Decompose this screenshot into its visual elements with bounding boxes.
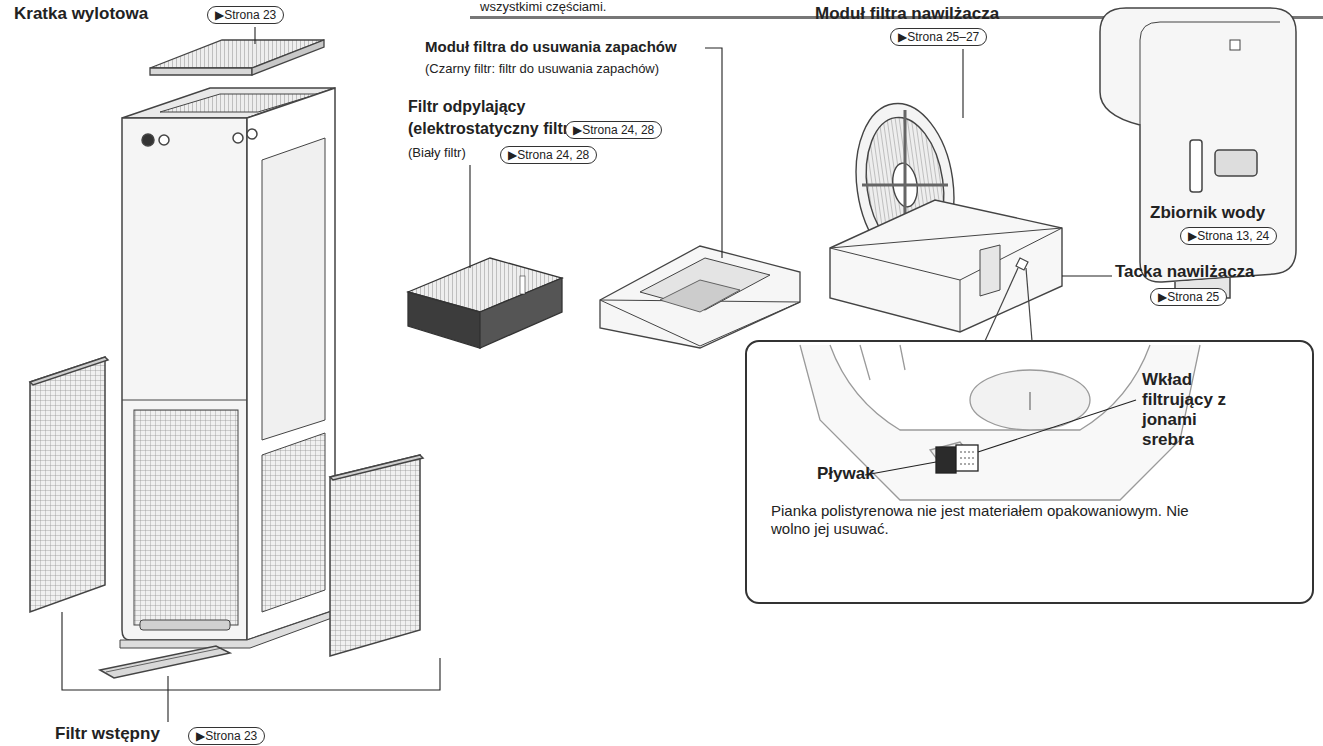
prefilter-bar <box>100 646 230 678</box>
part-note: (Czarny filtr: filtr do usuwania zapachó… <box>425 62 659 77</box>
humidifier-tray-part <box>980 245 1000 296</box>
page-reference-text: ▶Strona 23 <box>215 8 276 22</box>
page-reference-text: ▶Strona 24, 28 <box>508 148 589 162</box>
note-text: Pianka polistyrenowa nie jest materiałem… <box>771 502 1216 537</box>
zoom-lines-part <box>985 268 1018 341</box>
water-tank-part <box>1230 40 1240 50</box>
hepa-filter-part <box>408 292 480 348</box>
tray-closeup-part <box>830 345 1150 430</box>
side-panel-right-part <box>330 455 420 656</box>
purifier-body-part <box>262 138 325 440</box>
purifier-body-part <box>122 400 247 401</box>
leader-lines <box>62 27 1136 722</box>
purifier-body-part <box>247 129 257 139</box>
part-name: Moduł filtra do usuwania zapachów <box>425 38 677 55</box>
water-tank-part <box>1215 150 1257 176</box>
part-name: Wkład filtrujący z jonami srebra <box>1142 370 1242 450</box>
side-panel-left-part <box>30 357 108 385</box>
tray-closeup-part <box>1029 392 1030 410</box>
page-reference: ▶Strona 25–27 <box>890 28 987 46</box>
callout-background <box>746 341 1309 599</box>
page-reference: ▶Strona 24, 28 <box>565 121 662 139</box>
page-reference: ▶Strona 23 <box>188 727 265 745</box>
purifier-body-part <box>122 118 247 640</box>
leader-lines-part <box>167 676 168 722</box>
tray-closeup-part <box>800 345 1200 500</box>
side-panel-left-part <box>30 357 105 612</box>
purifier-body-part <box>134 410 238 625</box>
purifier-body-part <box>159 135 169 145</box>
part-name: Zbiornik wody <box>1150 203 1265 223</box>
page-reference: ▶Strona 24, 28 <box>500 146 597 164</box>
purifier-body-part <box>247 88 335 640</box>
purifier-body <box>120 88 340 648</box>
exhaust-grille-part <box>150 68 252 75</box>
part-name: Moduł filtra nawilżacza <box>815 4 999 24</box>
tray-closeup <box>800 345 1200 500</box>
leader-lines-part <box>705 48 722 258</box>
purifier-body-part <box>140 620 230 630</box>
part-name: Filtr odpylający <box>408 98 525 116</box>
humidifier-tray-part <box>960 280 961 332</box>
odor-filter-module-part <box>660 280 740 312</box>
water-tank-part <box>1140 22 1280 125</box>
side-panel-left <box>30 357 108 612</box>
leader-lines-part <box>62 612 440 690</box>
purifier-body-part <box>233 133 243 143</box>
exhaust-grille <box>150 40 324 75</box>
odor-filter-module <box>600 246 800 348</box>
purifier-body-part <box>120 610 340 648</box>
page-reference: ▶Strona 13, 24 <box>1180 227 1277 245</box>
callout-box: Wkład filtrujący z jonami srebraPływakPi… <box>745 340 1314 604</box>
page-reference: ▶Strona 25 <box>1150 288 1227 306</box>
water-tank-part <box>1100 8 1296 282</box>
side-panel-right-part <box>330 455 423 480</box>
part-note: (Biały filtr) <box>408 146 466 161</box>
part-name: Filtr wstępny <box>55 724 160 744</box>
leader-lines-part <box>469 165 470 268</box>
page-reference-text: ▶Strona 13, 24 <box>1188 229 1269 243</box>
page-reference-text: ▶Strona 25 <box>1158 290 1219 304</box>
part-name: Tacka nawilżacza <box>1115 262 1255 282</box>
odor-filter-module-part <box>600 246 800 348</box>
leader-lines-part <box>978 400 1136 452</box>
float-and-cartridge-part <box>960 452 974 464</box>
side-panel-right <box>330 455 423 656</box>
float-and-cartridge-part <box>956 445 978 471</box>
humidifier-tray <box>830 200 1062 332</box>
purifier-body-part <box>262 433 325 612</box>
tray-closeup-part <box>860 345 905 380</box>
page-reference-text: ▶Strona 23 <box>196 729 257 743</box>
page-reference-text: ▶Strona 25–27 <box>898 30 979 44</box>
exhaust-grille-part <box>252 40 324 75</box>
leader-lines-part <box>962 49 963 118</box>
purifier-body-part <box>142 134 154 146</box>
part-name: Kratka wylotowa <box>14 4 148 24</box>
prefilter-bar-part <box>100 646 230 678</box>
callout-background-part <box>746 341 1309 599</box>
zoom-lines-part <box>1026 268 1032 341</box>
page-reference: ▶Strona 23 <box>207 6 284 24</box>
hepa-filter-part <box>520 276 525 294</box>
part-name: Pływak <box>817 464 875 484</box>
leader-lines-part <box>1062 275 1112 276</box>
float-and-cartridge-part <box>936 447 956 473</box>
page-reference-text: ▶Strona 24, 28 <box>573 123 654 137</box>
zoom-lines <box>985 258 1032 341</box>
prefilter-bar-part <box>106 648 222 672</box>
humidifier-tray-part <box>830 200 1062 332</box>
leader-lines-part <box>254 27 255 44</box>
leader-lines-part <box>865 462 936 475</box>
humidifier-tray-part <box>830 228 1062 280</box>
hepa-filter <box>408 258 562 348</box>
water-tank-part <box>1190 140 1202 192</box>
page-heading-fragment: wszystkimi częściami. <box>480 0 606 15</box>
float-and-cartridge <box>936 445 978 473</box>
water-tank <box>1100 8 1296 298</box>
